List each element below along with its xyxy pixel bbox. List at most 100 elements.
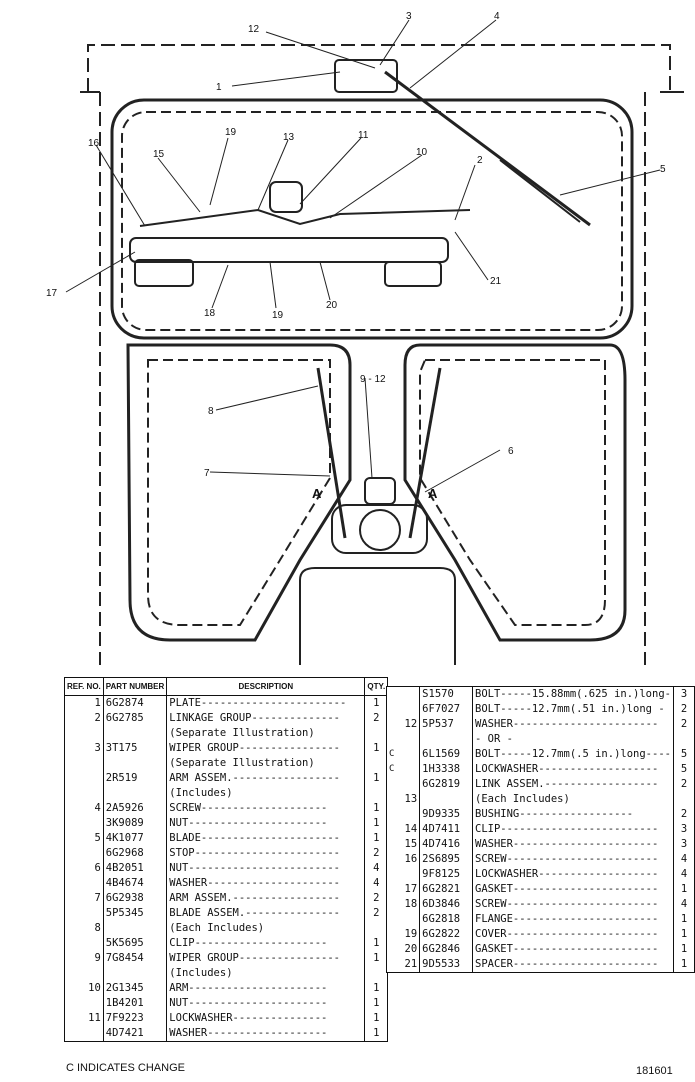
ref-no — [65, 786, 104, 801]
description: BOLT-----12.7mm(.5 in.)long---- — [475, 748, 671, 760]
description: SPACER----------------------- — [475, 958, 659, 970]
change-mark — [387, 702, 400, 717]
qty — [364, 756, 388, 771]
qty: 4 — [672, 852, 694, 867]
upper-window-glass — [121, 111, 623, 331]
qty — [364, 726, 388, 741]
part-number: 6G2821 — [419, 882, 473, 897]
table-row: (Includes) — [65, 786, 388, 801]
qty: 1 — [364, 951, 388, 966]
ref-no: 12 — [400, 717, 421, 732]
part-number: 6G2818 — [419, 912, 473, 927]
qty: 2 — [364, 711, 388, 726]
ref-no — [400, 867, 421, 882]
part-number: 7F9223 — [103, 1011, 168, 1026]
change-mark — [387, 852, 400, 867]
callout-13: 13 — [283, 132, 295, 143]
change-mark — [387, 927, 400, 942]
ref-no: 15 — [400, 837, 421, 852]
cab-outline — [87, 44, 671, 92]
lower-right-window-frame — [403, 343, 627, 642]
description: (Each Includes) — [169, 922, 265, 934]
ref-no — [400, 702, 421, 717]
part-number: 6G2819 — [419, 777, 473, 792]
ref-no: 7 — [65, 891, 104, 906]
col-part-number: PART NUMBER — [103, 678, 168, 696]
change-mark — [387, 777, 400, 792]
table-row: (Includes) — [65, 966, 388, 981]
qty: 1 — [672, 927, 694, 942]
ref-no — [65, 876, 104, 891]
part-number: 6L1569 — [419, 747, 473, 762]
part-number: 6G2938 — [103, 891, 168, 906]
description: LINK ASSEM.------------------ — [475, 778, 659, 790]
part-number: 1B4201 — [103, 996, 168, 1011]
lower-left-window-frame — [126, 343, 352, 642]
callout-4: 4 — [494, 11, 500, 22]
table-row: - OR - — [387, 732, 694, 747]
change-mark — [387, 942, 400, 957]
qty: 1 — [364, 981, 388, 996]
change-mark — [387, 792, 400, 807]
wiper-arm-upper — [384, 70, 591, 227]
part-number: 2R519 — [103, 771, 168, 786]
ref-no: 19 — [400, 927, 421, 942]
right-wiper-arm — [408, 367, 442, 539]
part-number — [419, 732, 473, 747]
ref-no: 21 — [400, 957, 421, 972]
part-number: 1H3338 — [419, 762, 473, 777]
wiper-motor-top — [269, 181, 303, 213]
change-mark — [387, 897, 400, 912]
part-number: 6D3846 — [419, 897, 473, 912]
change-mark — [387, 732, 400, 747]
description: PLATE----------------------- — [169, 697, 347, 709]
ref-no — [400, 762, 421, 777]
part-number: 4B2051 — [103, 861, 168, 876]
qty: 4 — [672, 867, 694, 882]
ref-no — [65, 996, 104, 1011]
part-number — [103, 966, 168, 981]
description: LOCKWASHER------------------- — [475, 868, 659, 880]
ref-no — [400, 777, 421, 792]
ref-no — [400, 732, 421, 747]
ref-no — [65, 936, 104, 951]
part-number: 6G2846 — [419, 942, 473, 957]
description: CLIP------------------------- — [475, 823, 659, 835]
description: WIPER GROUP---------------- — [169, 742, 340, 754]
ref-no — [65, 771, 104, 786]
qty: 1 — [364, 695, 388, 711]
ref-no: 17 — [400, 882, 421, 897]
upper-window-frame — [110, 98, 634, 340]
left-wiper-arm — [316, 367, 347, 539]
wiper-blade-upper — [499, 159, 581, 223]
table-row: 3K9089 NUT----------------------1 — [65, 816, 388, 831]
qty: 1 — [672, 882, 694, 897]
ref-no: 6 — [65, 861, 104, 876]
qty: 1 — [364, 831, 388, 846]
ref-no: 10 — [65, 981, 104, 996]
table-row: (Separate Illustration) — [65, 756, 388, 771]
qty: 1 — [364, 771, 388, 786]
ref-no — [400, 747, 421, 762]
qty: 1 — [364, 1011, 388, 1026]
qty: 2 — [672, 717, 694, 732]
description: GASKET----------------------- — [475, 883, 659, 895]
part-number: 4D7416 — [419, 837, 473, 852]
description: (Includes) — [169, 967, 233, 979]
table-row: 5K5695 CLIP---------------------1 — [65, 936, 388, 951]
part-number: 9F8125 — [419, 867, 473, 882]
change-mark — [387, 717, 400, 732]
